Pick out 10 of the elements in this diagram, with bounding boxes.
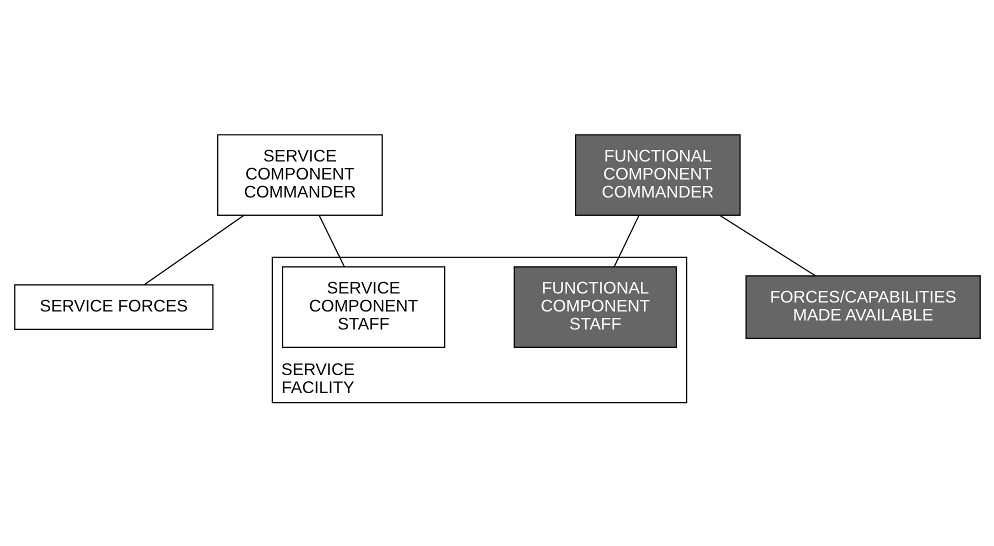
node-box: FUNCTIONAL COMPONENT COMMANDER (574, 134, 740, 216)
node-box: SERVICE COMPONENT COMMANDER (216, 134, 382, 216)
connector (143, 214, 244, 285)
node-box: FUNCTIONAL COMPONENT STAFF (513, 266, 677, 348)
connector (719, 214, 816, 276)
node-box: SERVICE FORCES (14, 284, 213, 330)
node-box: FORCES/CAPABILITIES MADE AVAILABLE (744, 274, 980, 338)
node-box: SERVICE COMPONENT STAFF (281, 266, 445, 348)
connector (613, 214, 639, 267)
connector (318, 214, 344, 267)
